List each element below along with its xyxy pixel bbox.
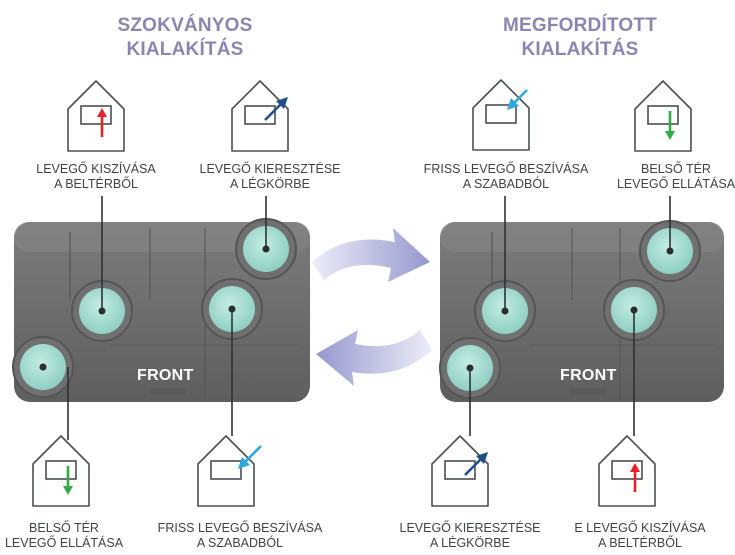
arrow-diagonal-darkblue-icon — [264, 103, 282, 121]
house-icon-right-bottom-right — [598, 435, 656, 507]
left-unit-vent — [150, 388, 186, 394]
house-icon-left-bottom-left — [32, 435, 90, 507]
left-ventilation-unit — [12, 196, 310, 440]
house-icon-left-bottom-right — [197, 435, 262, 507]
right-title-line1: MEGFORDÍTOTT — [502, 15, 658, 36]
left-label-top-right: LEVEGŐ KIERESZTÉSE A LÉGKÖRBE — [199, 162, 341, 191]
left-port-top-right — [235, 218, 297, 280]
cycle-arrow-left-icon — [316, 330, 432, 386]
left-title: SZOKVÁNYOS KIALAKÍTÁS — [95, 14, 275, 62]
right-label-top-right: BELSŐ TÉR LEVEGŐ ELLÁTÁSA — [616, 162, 735, 191]
house-icon-left-top-left — [67, 80, 125, 152]
right-label-bottom-right: E LEVEGŐ KISZÍVÁSA A BELTÉRBŐL — [574, 521, 706, 550]
left-unit-body — [14, 222, 310, 402]
left-port-bottom-left — [12, 336, 74, 398]
left-title-line1: SZOKVÁNYOS — [117, 15, 253, 36]
arrow-diagonal-lightblue-icon — [244, 445, 262, 463]
right-label-top-left: FRISS LEVEGŐ BESZÍVÁSA A SZABADBÓL — [423, 162, 589, 191]
left-label-bottom-right: FRISS LEVEGŐ BESZÍVÁSA A SZABADBÓL — [157, 521, 323, 550]
right-title-line2: KIALAKÍTÁS — [521, 39, 639, 60]
left-front-label: FRONT — [137, 367, 194, 384]
right-unit-vent — [570, 388, 606, 394]
swap-cycle-arrows — [312, 228, 432, 386]
right-title: MEGFORDÍTOTT KIALAKÍTÁS — [490, 14, 670, 62]
right-label-bottom-left: LEVEGŐ KIERESZTÉSE A LÉGKÖRBE — [399, 521, 541, 550]
arrow-diagonal-darkblue-icon — [464, 458, 482, 476]
left-title-line2: KIALAKÍTÁS — [126, 39, 244, 60]
right-front-label: FRONT — [560, 367, 617, 384]
house-icon-right-top-left — [472, 79, 530, 151]
house-icon-right-bottom-left — [431, 435, 489, 507]
right-ventilation-unit — [439, 196, 724, 436]
cycle-arrow-right-icon — [312, 228, 430, 282]
left-label-top-left: LEVEGŐ KISZÍVÁSA A BELTÉRBŐL — [36, 162, 156, 191]
left-label-bottom-left: BELSŐ TÉR LEVEGŐ ELLÁTÁSA — [4, 521, 124, 550]
house-icon-right-top-right — [634, 80, 692, 152]
house-icon-left-top-right — [231, 80, 289, 152]
arrow-diagonal-lightblue-icon — [513, 89, 528, 104]
